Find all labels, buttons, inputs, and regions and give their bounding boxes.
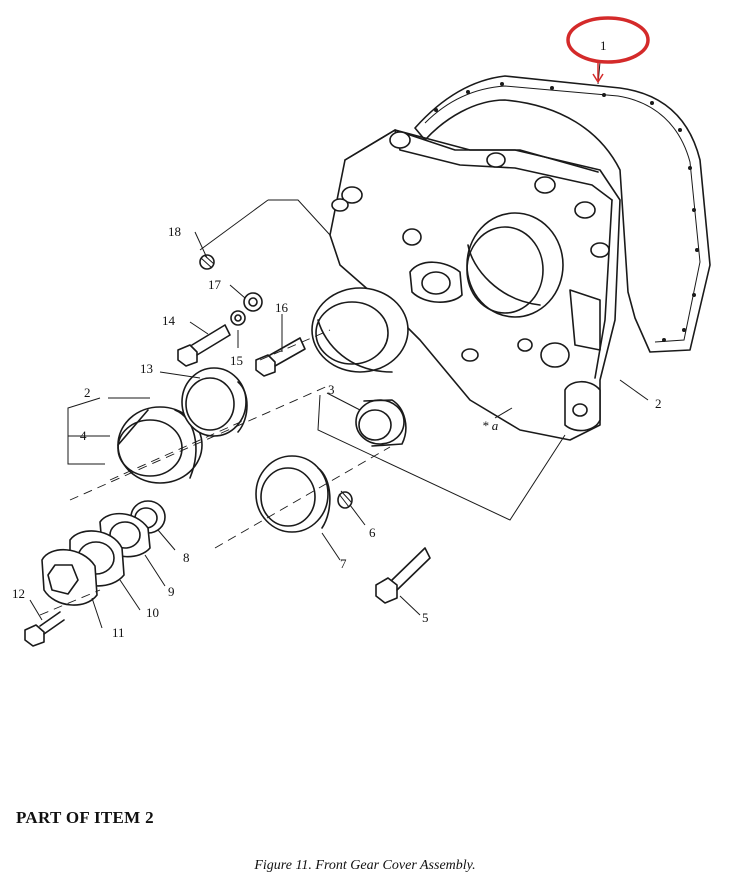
ring-part-7	[255, 455, 331, 533]
callout-12: 12	[12, 586, 25, 601]
cover-flange-opening	[402, 228, 463, 303]
callout-3: 3	[328, 382, 335, 397]
alignment-lines	[39, 329, 391, 616]
note-marker: * a	[482, 418, 499, 433]
washer-part-17	[243, 292, 263, 312]
plug-part-18	[199, 254, 215, 270]
callout-7: 7	[340, 556, 347, 571]
callout-1: 1	[600, 38, 607, 53]
callout-13: 13	[140, 361, 153, 376]
plug-part-6	[337, 490, 353, 509]
callout-6: 6	[369, 525, 376, 540]
callout-8: 8	[183, 550, 190, 565]
large-seal-bore	[466, 212, 564, 318]
highlight-circle	[566, 16, 650, 64]
callout-9: 9	[168, 584, 175, 599]
figure-caption-text: Figure 11. Front Gear Cover Assembly.	[254, 858, 476, 873]
callout-16: 16	[275, 300, 289, 315]
washer-part-15	[230, 310, 246, 326]
callout-2-left: 2	[84, 385, 91, 400]
callout-5: 5	[422, 610, 429, 625]
figure-caption: Figure 11. Front Gear Cover Assembly.	[0, 858, 730, 874]
bolt-part-12	[24, 611, 65, 647]
callout-10: 10	[146, 605, 159, 620]
part-of-item-label: PART OF ITEM 2	[16, 808, 154, 827]
highlight-arrow	[592, 62, 604, 84]
gasket-part	[414, 75, 711, 353]
middle-seal-bore	[311, 287, 409, 373]
callout-4: 4	[80, 428, 87, 443]
bolt-part-5	[375, 547, 431, 604]
seal-part-4	[117, 406, 203, 484]
callout-14: 14	[162, 313, 176, 328]
leader-lines	[29, 61, 649, 629]
sleeve-part-3	[355, 399, 407, 447]
callout-18: 18	[168, 224, 181, 239]
callout-15: 15	[230, 353, 243, 368]
callout-2-right: 2	[655, 396, 662, 411]
cover-plate-part-11	[41, 548, 98, 606]
callout-11: 11	[112, 625, 125, 640]
bolt-part-16	[255, 337, 306, 377]
bolt-part-14	[177, 324, 231, 367]
callout-17: 17	[208, 277, 222, 292]
